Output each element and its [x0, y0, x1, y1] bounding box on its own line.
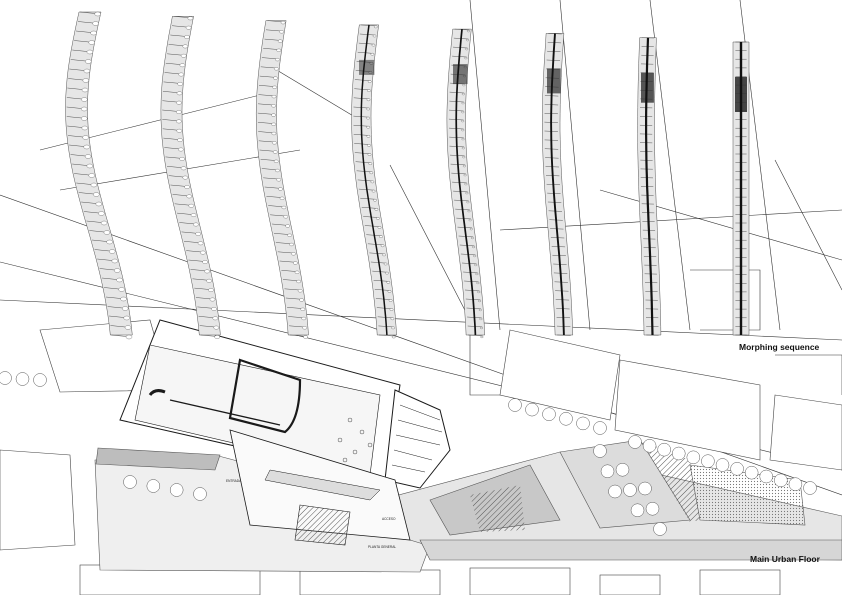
tree — [577, 417, 590, 430]
tree — [170, 484, 183, 497]
tree — [687, 451, 700, 464]
tree — [731, 462, 744, 475]
caption-main-urban-floor: Main Urban Floor — [750, 554, 820, 564]
morph-stage — [447, 29, 485, 338]
tree — [629, 436, 642, 449]
tree — [804, 482, 817, 495]
stage-head-block — [359, 60, 374, 75]
tree — [609, 485, 622, 498]
morph-stage — [638, 38, 661, 336]
tree — [560, 412, 573, 425]
tree — [745, 466, 758, 479]
stage-head-block — [453, 64, 468, 84]
tree — [543, 408, 556, 421]
tree — [658, 443, 671, 456]
tree — [526, 403, 539, 416]
tree — [672, 447, 685, 460]
caption-morphing-sequence: Morphing sequence — [739, 342, 819, 352]
tree — [509, 399, 522, 412]
tree — [701, 455, 714, 468]
tree — [147, 480, 160, 493]
tree — [624, 484, 637, 497]
tree — [631, 504, 644, 517]
tree — [716, 459, 729, 472]
tree — [601, 465, 614, 478]
tree — [616, 463, 629, 476]
tree — [774, 474, 787, 487]
morph-stage — [733, 42, 749, 335]
plan-label-general: PLANTA GENERAL — [368, 545, 396, 549]
tree — [34, 374, 47, 387]
morphing-sequence — [66, 12, 750, 339]
tree — [194, 488, 207, 501]
tree — [646, 502, 659, 515]
morph-stage — [256, 21, 308, 339]
tree — [16, 373, 29, 386]
morph-stage — [542, 33, 573, 335]
plan-label-entrada: ENTRADA — [226, 479, 242, 483]
morph-stage — [66, 12, 133, 339]
tree — [643, 439, 656, 452]
tree — [0, 372, 12, 385]
morph-stage — [352, 25, 397, 338]
tree — [789, 478, 802, 491]
tree — [594, 445, 607, 458]
tree — [124, 476, 137, 489]
tree — [654, 523, 667, 536]
ground-plane — [95, 440, 842, 572]
tree — [639, 482, 652, 495]
stage-head-block — [547, 68, 561, 93]
tree — [760, 470, 773, 483]
plan-label-acceso: ACCESO — [382, 517, 396, 521]
morph-stage — [161, 16, 221, 338]
tree — [594, 422, 607, 435]
